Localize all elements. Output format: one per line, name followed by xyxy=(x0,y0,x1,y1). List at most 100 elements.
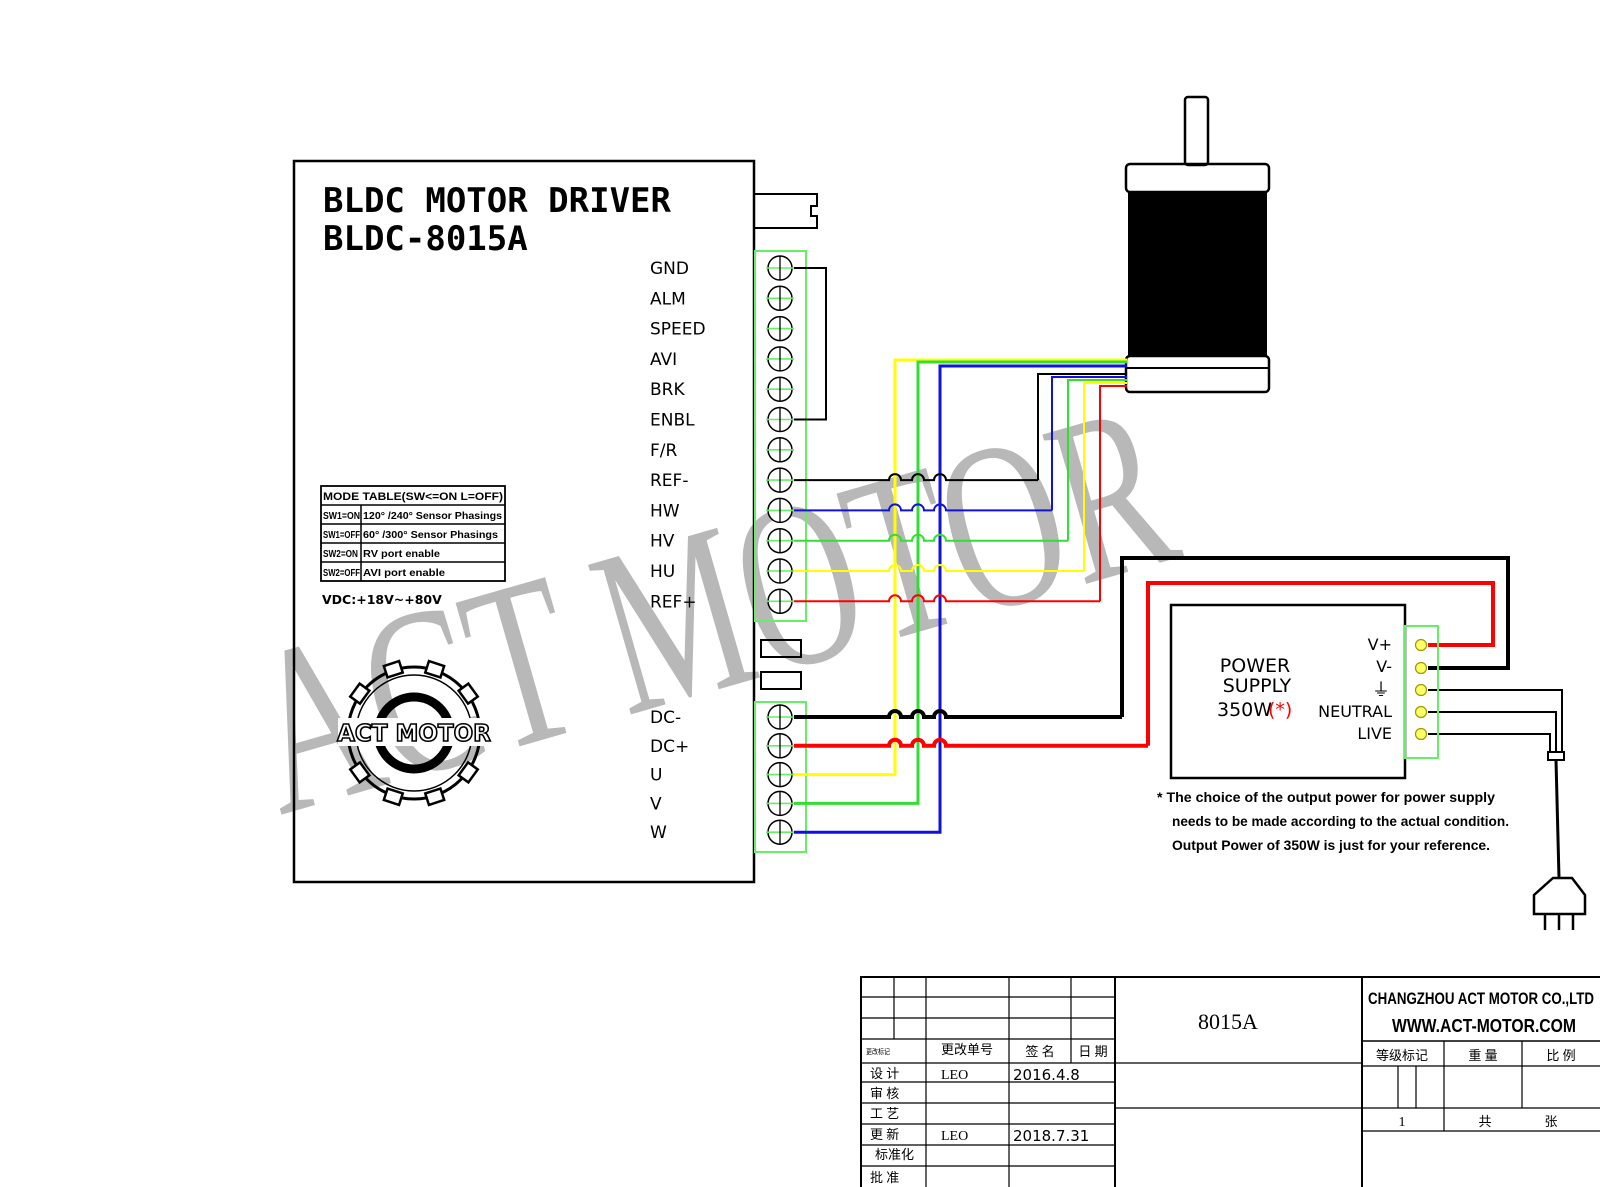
ps-screw-terminal xyxy=(1414,727,1428,741)
act-motor-logo: ACT MOTOR xyxy=(336,659,492,807)
signal-terminal-label: ALM xyxy=(650,289,686,309)
update-name: LEO xyxy=(941,1129,968,1144)
row-label: 更 新 xyxy=(870,1127,899,1142)
ps-screw-terminal xyxy=(1414,661,1428,675)
signal-terminal-label: F/R xyxy=(650,441,678,461)
gear-tooth xyxy=(348,681,372,706)
total-label: 共 xyxy=(1478,1114,1491,1129)
mode-table-header: MODE TABLE(SW<=ON L=OFF) xyxy=(323,491,503,503)
ps-screw-terminal xyxy=(1414,638,1428,652)
signal-terminal-label: REF+ xyxy=(650,592,697,612)
weight-label: 重 量 xyxy=(1468,1048,1497,1063)
mode-row-key: SW2=OFF xyxy=(323,567,360,579)
gear-tooth xyxy=(423,786,446,807)
signal-terminal-label: ENBL xyxy=(650,411,695,431)
signal-terminal-label: HV xyxy=(650,532,675,552)
power-plug-icon xyxy=(1532,876,1587,930)
gear-tooth xyxy=(382,786,405,807)
power-supply-unit: POWER SUPPLY 350W (*) V+ V- ⏚ NEUTRAL LI… xyxy=(1169,603,1439,780)
motor-rear-cap xyxy=(1124,354,1271,394)
wire-hall-w xyxy=(1051,376,1127,511)
ps-screw-terminal xyxy=(1414,705,1428,719)
signal-terminal-label: HU xyxy=(650,562,675,582)
dip-switch xyxy=(760,639,802,658)
gear-tooth xyxy=(348,760,372,785)
wire-dc-minus xyxy=(794,709,1122,719)
driver-title: BLDC MOTOR DRIVER xyxy=(323,181,672,221)
grade-label: 等级标记 xyxy=(1376,1048,1428,1063)
ps-screw-terminal xyxy=(1414,683,1428,697)
note-line: * The choice of the output power for pow… xyxy=(1157,789,1495,805)
design-name: LEO xyxy=(941,1068,968,1083)
wire-hall-u xyxy=(794,564,1084,572)
signal-terminal-label: REF- xyxy=(650,471,688,491)
driver-unit: BLDC MOTOR DRIVER BLDC-8015A MODE TABLE(… xyxy=(292,159,818,884)
wire-phase-u xyxy=(794,358,1127,777)
header-change-mark: 更改标记 xyxy=(866,1047,890,1056)
wire-neutral xyxy=(1428,711,1557,760)
wire-hall-v xyxy=(794,533,1068,542)
header-change-number: 更改单号 xyxy=(941,1042,993,1057)
header-signature: 签 名 xyxy=(1025,1044,1054,1059)
mode-row-key: SW1=ON xyxy=(323,510,360,522)
wire-phase-v xyxy=(794,360,1127,805)
wire-dc-minus xyxy=(1120,556,1510,717)
logo-text: ACT MOTOR xyxy=(337,721,491,747)
signal-terminal-label: BRK xyxy=(650,380,685,400)
power-supply-label: POWER xyxy=(1220,655,1290,677)
ratio-label: 比 例 xyxy=(1546,1048,1575,1063)
mode-row-value: AVI port enable xyxy=(363,567,445,579)
gear-tooth xyxy=(382,659,405,680)
dip-switch xyxy=(760,671,802,690)
wire-power-cord xyxy=(1554,759,1561,879)
wire-phase-w xyxy=(794,364,1127,834)
wire-gnd-enbl-jumper xyxy=(794,267,827,421)
signal-terminal-label: AVI xyxy=(650,350,677,370)
mode-row-value: 60° /300° Sensor Phasings xyxy=(363,529,498,541)
gear-tooth xyxy=(456,760,480,785)
wire-hall-v xyxy=(1067,379,1127,541)
power-terminal-strip xyxy=(754,701,807,853)
title-block xyxy=(860,976,1600,1187)
row-label: 批 准 xyxy=(870,1170,899,1185)
note-line: Output Power of 350W is just for your re… xyxy=(1172,837,1490,853)
drawing-number: 8015A xyxy=(1198,1009,1258,1034)
mode-row-key: SW1=OFF xyxy=(323,529,360,541)
mode-row-value: 120° /240° Sensor Phasings xyxy=(363,510,502,522)
driver-tab xyxy=(754,193,818,229)
header-date: 日 期 xyxy=(1078,1044,1107,1059)
wire-live xyxy=(1428,733,1551,760)
ps-terminal-label: NEUTRAL xyxy=(1318,702,1392,721)
signal-terminal-label: HW xyxy=(650,501,680,521)
power-supply-wattage: 350W xyxy=(1217,699,1272,721)
ps-terminal-label: V- xyxy=(1376,657,1392,676)
wire-dc-plus xyxy=(1146,581,1495,746)
power-terminal-label: W xyxy=(650,823,667,843)
power-terminal-label: DC- xyxy=(650,708,681,728)
power-terminal-label: DC+ xyxy=(650,737,689,757)
company-name: CHANGZHOU ACT MOTOR CO.,LTD xyxy=(1368,989,1594,1008)
motor-front-flange xyxy=(1124,162,1271,194)
signal-terminal-label: GND xyxy=(650,259,689,279)
cable-clamp xyxy=(1547,751,1565,761)
wire-hall-w xyxy=(794,503,1052,512)
signal-terminal-label: SPEED xyxy=(650,320,706,340)
row-label: 标准化 xyxy=(875,1147,914,1162)
power-terminal-label: V xyxy=(650,794,662,814)
ground-icon: ⏚ xyxy=(1372,680,1390,701)
gear-tooth xyxy=(456,681,480,706)
driver-model: BLDC-8015A xyxy=(323,219,528,259)
wiring xyxy=(794,267,1565,879)
mode-table: MODE TABLE(SW<=ON L=OFF) SW1=ON 120° /24… xyxy=(320,485,506,582)
wire-ref-minus xyxy=(794,473,1038,482)
ps-terminal-label: V+ xyxy=(1368,635,1392,654)
motor-shaft xyxy=(1183,95,1210,167)
vdc-range: VDC:+18V~+80V xyxy=(322,592,442,607)
row-label: 工 艺 xyxy=(870,1106,899,1121)
wire-ground xyxy=(1428,689,1563,760)
motor-body xyxy=(1128,192,1267,356)
bldc-motor xyxy=(1124,95,1271,394)
sheet-label: 张 xyxy=(1544,1114,1557,1129)
